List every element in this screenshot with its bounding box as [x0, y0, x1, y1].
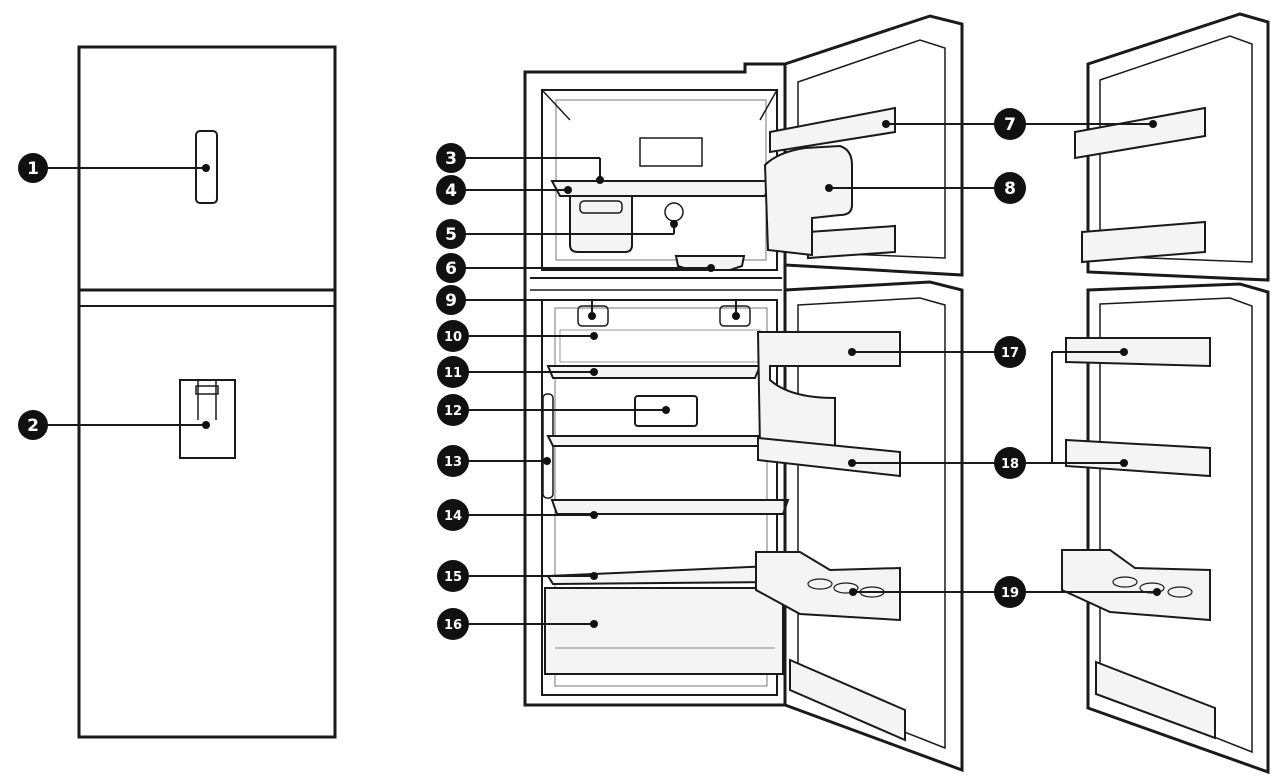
freezer-door-bin-upper	[769, 106, 896, 154]
callout-8: 8	[994, 172, 1026, 204]
callout-10-label: 10	[444, 330, 462, 345]
alt-egg-tray-bin	[1061, 549, 1211, 622]
callout-4: 4	[436, 175, 466, 205]
callout-15-label: 15	[444, 570, 462, 585]
fridge-body	[77, 45, 337, 739]
alt-freezer-bin-upper	[1074, 106, 1206, 160]
freezer-shelf	[550, 180, 772, 197]
callout-3-label: 3	[445, 149, 457, 169]
callout-17-label: 17	[1001, 346, 1019, 361]
callout-14-label: 14	[444, 509, 462, 524]
callout-13: 13	[437, 445, 469, 477]
callout-6-label: 6	[445, 259, 457, 279]
open-fridge	[523, 14, 964, 773]
anchor-dots	[202, 120, 1161, 628]
callout-17: 17	[994, 336, 1026, 368]
callout-11: 11	[437, 356, 469, 388]
vegetable-crisper	[544, 587, 784, 675]
freezer-lamp	[664, 202, 684, 222]
water-tank	[756, 331, 901, 449]
door-bin-bottom	[789, 658, 906, 742]
callout-3: 3	[436, 143, 466, 173]
ice-tray	[569, 195, 633, 253]
door-bin-middle	[757, 436, 901, 478]
callout-10: 10	[437, 320, 469, 352]
closed-fridge	[77, 45, 337, 739]
callout-6: 6	[436, 253, 466, 283]
air-duct-panel	[559, 329, 761, 363]
ice-dispenser-tank	[763, 144, 853, 257]
callout-12-label: 12	[444, 404, 462, 419]
callout-2: 2	[18, 410, 48, 440]
callout-9-label: 9	[445, 291, 457, 311]
callout-8-label: 8	[1004, 179, 1016, 199]
twist-ice-maker	[674, 255, 746, 271]
callout-5: 5	[436, 219, 466, 249]
callout-7: 7	[994, 108, 1026, 140]
upper-shelf	[546, 365, 762, 379]
alt-fridge-door	[1086, 282, 1270, 775]
water-dispenser	[179, 379, 236, 459]
callout-19-label: 19	[1001, 586, 1019, 601]
leader-lines	[42, 123, 1157, 625]
callout-13-label: 13	[444, 455, 462, 470]
callout-19: 19	[994, 576, 1026, 608]
callout-14: 14	[437, 499, 469, 531]
callout-5-label: 5	[445, 225, 457, 245]
callout-16-label: 16	[444, 618, 462, 633]
callout-12: 12	[437, 394, 469, 426]
callout-4-label: 4	[445, 181, 457, 201]
glass-shelf-2	[550, 499, 790, 515]
callout-18-label: 18	[1001, 457, 1019, 472]
callout-15: 15	[437, 560, 469, 592]
glass-shelf-1	[546, 435, 790, 447]
alt-door-bin-middle	[1065, 438, 1211, 478]
callout-18: 18	[994, 447, 1026, 479]
freezer-vent	[639, 137, 703, 167]
fridge-door	[783, 280, 964, 773]
egg-tray-bin	[755, 551, 901, 622]
alt-freezer-bin-lower	[1081, 220, 1206, 264]
alt-door-bin-bottom	[1095, 660, 1216, 740]
callout-2-label: 2	[27, 416, 39, 436]
alt-door-bin-top	[1065, 337, 1211, 368]
alternate-doors	[1061, 12, 1270, 775]
freezer-door-bin-lower	[807, 224, 896, 260]
callout-1-label: 1	[27, 159, 39, 179]
callouts: 1 2 3 4 5 6 7 8 9 10 11 12 13 14 15 16 1…	[18, 108, 1026, 640]
callout-7-label: 7	[1004, 115, 1016, 135]
callout-11-label: 11	[444, 366, 462, 381]
callout-9: 9	[436, 285, 466, 315]
callout-16: 16	[437, 608, 469, 640]
callout-1: 1	[18, 153, 48, 183]
